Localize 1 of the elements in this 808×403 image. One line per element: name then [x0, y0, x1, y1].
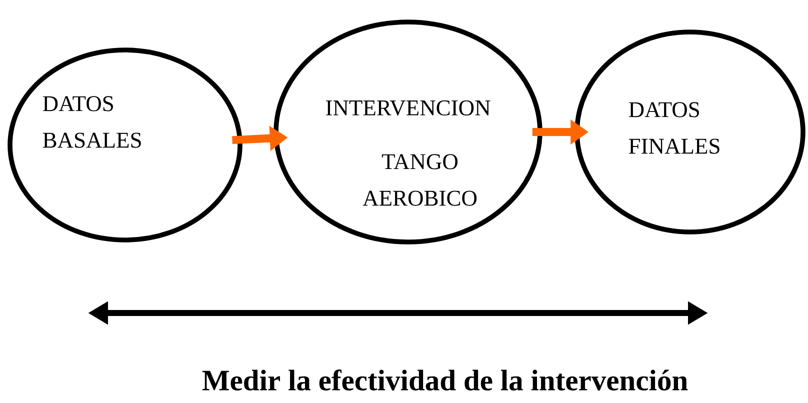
- caption: Medir la efectividad de la intervención: [202, 369, 688, 391]
